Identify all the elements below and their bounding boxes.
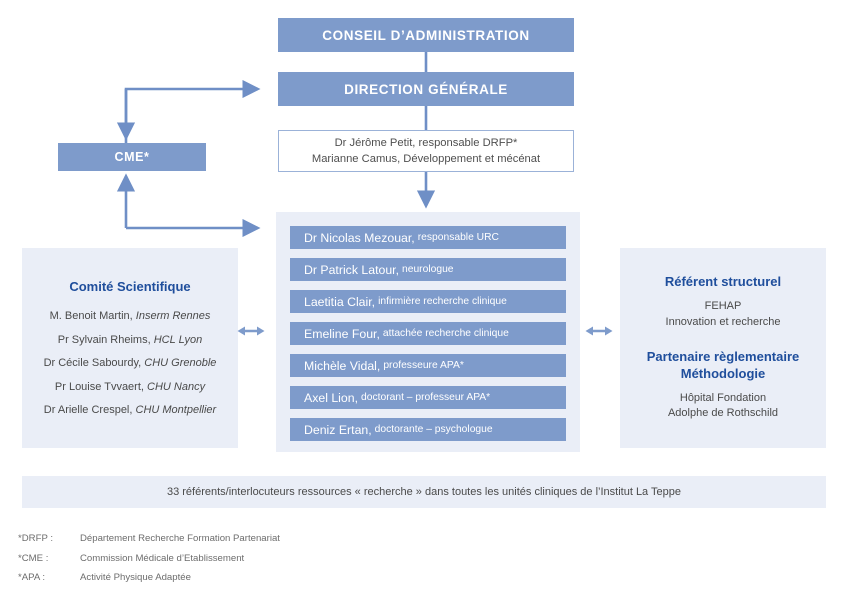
table-row: Dr Patrick Latour, neurologue [290,258,566,281]
bottom-summary-bar: 33 référents/interlocuteurs ressources «… [22,476,826,508]
table-row: Deniz Ertan, doctorante – psychologue [290,418,566,441]
list-item: Dr Arielle Crespel, CHU Montpellier [30,404,230,417]
box-cme: CME* [58,143,206,171]
table-row: Michèle Vidal, professeure APA* [290,354,566,377]
team-member-role: attachée recherche clinique [382,328,509,339]
list-item: Pr Louise Tvvaert, CHU Nancy [30,381,230,394]
partenaire-reglementaire-title: Partenaire règlementaire Méthodologie [628,349,818,383]
box-conseil-label: CONSEIL D’ADMINISTRATION [322,27,530,43]
team-member-name: Axel Lion, [304,390,359,405]
team-member-name: Michèle Vidal, [304,358,381,373]
team-member-role: professeure APA* [383,360,464,371]
committee-member-name: Pr Sylvain Rheims, [57,333,151,346]
footnote-key: *DRFP : [18,533,54,544]
partenaire-line-2: Adolphe de Rothschild [667,407,779,420]
footnote-text: Département Recherche Formation Partenar… [80,533,280,544]
team-member-name: Dr Nicolas Mezouar, [304,230,415,245]
team-member-name: Dr Patrick Latour, [304,262,399,277]
referent-structurel-title: Référent structurel [664,273,782,289]
footnotes-list: *DRFP : Département Recherche Formation … [18,533,518,584]
committee-member-org: Inserm Rennes [135,309,211,322]
committee-member-org: CHU Montpellier [135,404,217,417]
panel-partenaires: Référent structurel FEHAP Innovation et … [620,248,826,448]
box-cme-label: CME* [114,150,150,164]
committee-member-name: M. Benoit Martin, [49,309,133,322]
committee-member-org: CHU Nancy [147,380,206,393]
team-member-role: infirmière recherche clinique [378,296,507,307]
team-member-role: neurologue [402,264,454,275]
footnote-text: Commission Médicale d’Etablissement [80,552,245,564]
team-member-role: responsable URC [417,232,499,243]
list-item: *CME : Commission Médicale d’Etablisseme… [18,552,518,565]
committee-member-name: Dr Arielle Crespel, [43,404,133,417]
box-direction-label: DIRECTION GÉNÉRALE [344,81,508,97]
group-referent-structurel: Référent structurel FEHAP Innovation et … [628,274,818,331]
team-member-role: doctorante – psychologue [374,424,493,435]
bidirectional-arrow-left-icon [237,326,265,336]
committee-member-org: CHU Grenoble [144,357,217,370]
list-item: *DRFP : Département Recherche Formation … [18,533,518,545]
team-member-list: Dr Nicolas Mezouar, responsable URC Dr P… [290,226,566,441]
drfp-line-1: Dr Jérôme Petit, responsable DRFP* [334,137,518,149]
footnote-text: Activité Physique Adaptée [80,572,191,584]
box-conseil-administration: CONSEIL D’ADMINISTRATION [278,18,574,52]
list-item: Pr Sylvain Rheims, HCL Lyon [30,333,230,346]
footnote-key: *CME : [18,552,49,564]
partenaire-title-line-1: Partenaire règlementaire [646,348,800,364]
committee-member-name: Pr Louise Tvvaert, [54,380,144,393]
table-row: Laetitia Clair, infirmière recherche cli… [290,290,566,313]
table-row: Dr Nicolas Mezouar, responsable URC [290,226,566,249]
link-cme-to-direction [124,79,261,143]
box-direction-generale: DIRECTION GÉNÉRALE [278,72,574,106]
list-item: M. Benoit Martin, Inserm Rennes [30,310,230,323]
bottom-summary-text: 33 référents/interlocuteurs ressources «… [166,486,682,498]
list-item: Dr Cécile Sabourdy, CHU Grenoble [30,357,230,370]
committee-member-name: Dr Cécile Sabourdy, [43,357,142,370]
team-member-name: Deniz Ertan, [304,422,372,437]
referent-structurel-line-2: Innovation et recherche [665,315,781,328]
table-row: Emeline Four, attachée recherche cliniqu… [290,322,566,345]
box-drfp-mecenat: Dr Jérôme Petit, responsable DRFP* Maria… [278,130,574,172]
team-member-role: doctorant – professeur APA* [361,392,491,403]
comite-scientifique-title: Comité Scientifique [69,278,191,294]
team-member-name: Emeline Four, [304,326,380,341]
list-item: *APA : Activité Physique Adaptée [18,573,518,584]
table-row: Axel Lion, doctorant – professeur APA* [290,386,566,409]
team-member-name: Laetitia Clair, [304,294,376,309]
referent-structurel-line-1: FEHAP [704,299,742,312]
partenaire-line-1: Hôpital Fondation [679,391,767,404]
drfp-line-2: Marianne Camus, Développement et mécénat [311,153,541,165]
bidirectional-arrow-right-icon [585,326,613,336]
panel-comite-scientifique: Comité Scientifique M. Benoit Martin, In… [22,248,238,448]
committee-member-org: HCL Lyon [153,333,203,346]
footnote-key: *APA : [18,572,46,584]
group-partenaire-reglementaire: Partenaire règlementaire Méthodologie Hô… [628,349,818,423]
partenaire-title-line-2: Méthodologie [680,365,766,381]
